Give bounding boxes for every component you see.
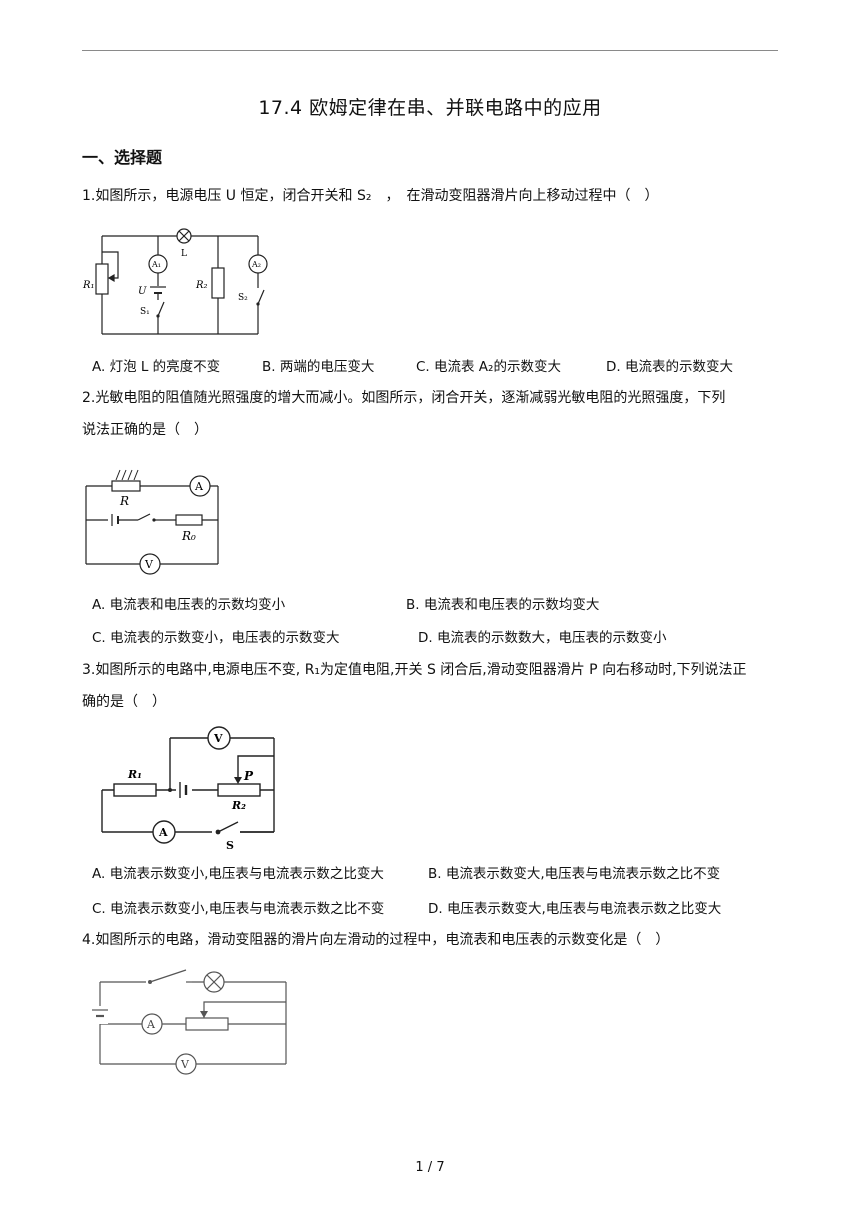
question-1-option-a[interactable]: A. 灯泡 L 的亮度不变 bbox=[92, 359, 221, 375]
label-r0: R₀ bbox=[181, 529, 196, 543]
label-a2: A₂ bbox=[251, 260, 261, 269]
question-4-stem: 4.如图所示的电路，滑动变阻器的滑片向左滑动的过程中，电流表和电压表的示数变化是… bbox=[82, 932, 670, 948]
label-r: R bbox=[119, 494, 129, 508]
question-2-stem-line-1: 2.光敏电阻的阻值随光照强度的增大而减小。如图所示，闭合开关，逐渐减弱光敏电阻的… bbox=[82, 390, 726, 406]
question-3-stem-line-1: 3.如图所示的电路中,电源电压不变, R₁为定值电阻,开关 S 闭合后,滑动变阻… bbox=[82, 662, 747, 678]
section-heading: 一、选择题 bbox=[82, 148, 163, 167]
label-p: P bbox=[243, 769, 254, 783]
question-3-option-b[interactable]: B. 电流表示数变大,电压表与电流表示数之比不变 bbox=[428, 866, 721, 882]
label-r2: R₂ bbox=[195, 280, 208, 291]
question-1-option-c[interactable]: C. 电流表 A₂的示数变大 bbox=[416, 359, 561, 375]
question-2-circuit-diagram: R R₀ A V bbox=[85, 469, 219, 575]
label-v: V bbox=[144, 558, 154, 571]
question-1-option-d[interactable]: D. 电流表的示数变大 bbox=[606, 359, 733, 375]
question-1-circuit-diagram: R₁ U S₁ L R₂ S₂ A₁ A₂ bbox=[82, 228, 268, 335]
question-2-stem-line-2: 说法正确的是（ ） bbox=[82, 422, 208, 438]
label-r1: R₁ bbox=[82, 280, 95, 291]
label-l: L bbox=[181, 249, 187, 259]
question-1-stem: 1.如图所示，电源电压 U 恒定，闭合开关和 S₂ ， 在滑动变阻器滑片向上移动… bbox=[82, 188, 659, 204]
label-s2: S₂ bbox=[238, 293, 248, 303]
question-3-option-d[interactable]: D. 电压表示数变大,电压表与电流表示数之比变大 bbox=[428, 901, 722, 917]
label-r2: R₂ bbox=[231, 799, 246, 812]
label-s: S bbox=[226, 839, 234, 850]
question-4-circuit-diagram: A V bbox=[92, 969, 287, 1075]
question-3-option-a[interactable]: A. 电流表示数变小,电压表与电流表示数之比变大 bbox=[92, 866, 384, 882]
label-u: U bbox=[138, 286, 147, 297]
label-r1: R₁ bbox=[127, 768, 142, 781]
question-2-option-b[interactable]: B. 电流表和电压表的示数均变大 bbox=[406, 597, 600, 613]
label-v: V bbox=[213, 732, 223, 745]
question-3-circuit-diagram: R₁ R₂ P S V A bbox=[101, 726, 275, 850]
question-2-option-c[interactable]: C. 电流表的示数变小，电压表的示数变大 bbox=[92, 630, 340, 646]
label-a1: A₁ bbox=[151, 260, 161, 269]
label-a: A bbox=[146, 1018, 156, 1031]
question-1-option-b[interactable]: B. 两端的电压变大 bbox=[262, 359, 375, 375]
question-3-option-c[interactable]: C. 电流表示数变小,电压表与电流表示数之比不变 bbox=[92, 901, 385, 917]
label-a: A bbox=[194, 480, 204, 493]
label-v: V bbox=[180, 1058, 190, 1071]
question-2-option-a[interactable]: A. 电流表和电压表的示数均变小 bbox=[92, 597, 286, 613]
header-rule bbox=[82, 50, 778, 51]
page-number: 1 / 7 bbox=[415, 1160, 445, 1175]
question-2-option-d[interactable]: D. 电流表的示数数大，电压表的示数变小 bbox=[418, 630, 667, 646]
page-title: 17.4 欧姆定律在串、并联电路中的应用 bbox=[258, 97, 602, 119]
label-s1: S₁ bbox=[140, 307, 150, 317]
question-3-stem-line-2: 确的是（ ） bbox=[82, 694, 166, 710]
label-a: A bbox=[158, 826, 168, 839]
